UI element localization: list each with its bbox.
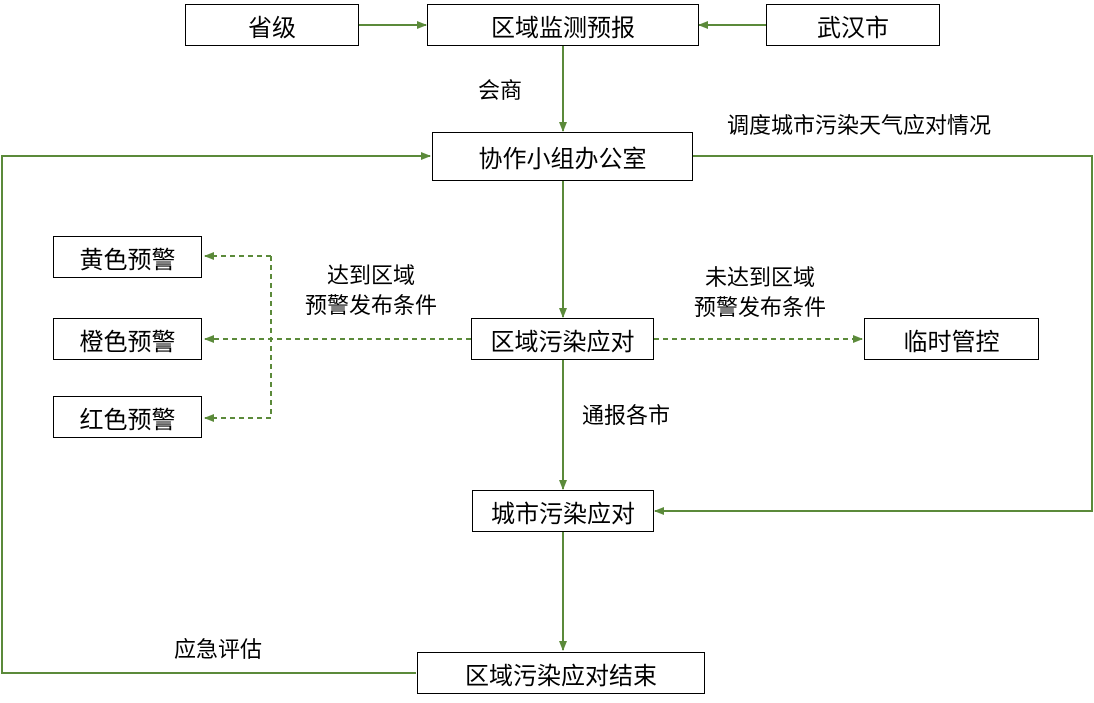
node-region-response: 区域污染应对 bbox=[471, 318, 654, 360]
node-yellow-warning-label: 黄色预警 bbox=[79, 245, 176, 274]
node-red-warning-label: 红色预警 bbox=[79, 405, 176, 434]
label-not-reach-line1: 未达到区域 bbox=[704, 266, 815, 291]
node-orange-warning: 橙色预警 bbox=[53, 318, 202, 360]
label-reach-line2: 预警发布条件 bbox=[304, 294, 437, 319]
node-temp-control: 临时管控 bbox=[864, 318, 1039, 360]
node-city-response-label: 城市污染应对 bbox=[491, 499, 635, 528]
label-notify: 通报各市 bbox=[582, 404, 671, 429]
node-temp-control-label: 临时管控 bbox=[903, 327, 1000, 356]
node-wuhan: 武汉市 bbox=[766, 4, 940, 46]
node-region-monitor-label: 区域监测预报 bbox=[491, 13, 635, 42]
node-region-end-label: 区域污染应对结束 bbox=[465, 661, 657, 690]
node-province-label: 省级 bbox=[248, 13, 296, 42]
node-yellow-warning: 黄色预警 bbox=[53, 236, 202, 278]
node-office-label: 协作小组办公室 bbox=[478, 145, 647, 173]
node-province: 省级 bbox=[185, 4, 359, 46]
node-orange-warning-label: 橙色预警 bbox=[79, 327, 176, 356]
node-red-warning: 红色预警 bbox=[53, 396, 202, 438]
node-region-monitor: 区域监测预报 bbox=[427, 4, 699, 46]
arrow-office-dispatch-to-city bbox=[654, 155, 1093, 515]
label-reach-condition: 达到区域 预警发布条件 bbox=[286, 262, 456, 322]
label-consult: 会商 bbox=[478, 79, 523, 104]
node-region-end: 区域污染应对结束 bbox=[417, 652, 705, 694]
node-office: 协作小组办公室 bbox=[432, 132, 693, 181]
label-not-reach-line2: 预警发布条件 bbox=[693, 296, 826, 321]
node-wuhan-label: 武汉市 bbox=[817, 13, 889, 42]
label-dispatch: 调度城市污染天气应对情况 bbox=[727, 114, 992, 139]
label-not-reach-condition: 未达到区域 预警发布条件 bbox=[675, 264, 845, 324]
label-reach-line1: 达到区域 bbox=[326, 264, 415, 289]
node-region-response-label: 区域污染应对 bbox=[490, 327, 635, 356]
node-city-response: 城市污染应对 bbox=[472, 490, 654, 532]
arrow-end-evaluate-to-office bbox=[1, 152, 431, 674]
label-evaluate: 应急评估 bbox=[174, 638, 263, 663]
